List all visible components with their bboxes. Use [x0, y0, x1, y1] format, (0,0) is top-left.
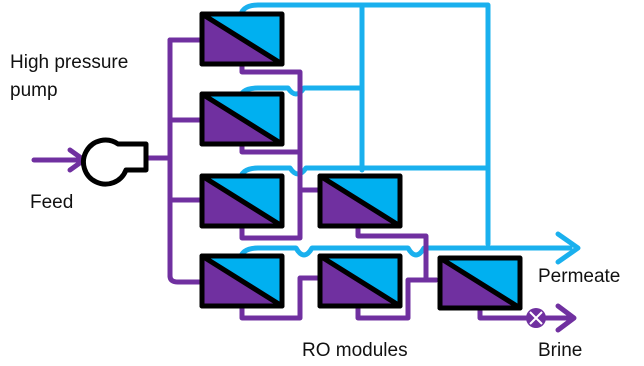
concentrate-s2-2: [355, 277, 439, 321]
permeate-label: Permeate: [538, 266, 620, 287]
feed-label: Feed: [30, 192, 73, 213]
ro-module-s2-1: [317, 173, 403, 229]
brine-outlet: [477, 307, 573, 321]
pump-label-line-1: High pressure: [10, 52, 128, 73]
permeate-piping: [237, 2, 581, 265]
ro-module-s2-2: [317, 253, 403, 309]
ro-module-s1-1: [199, 11, 285, 67]
brine-label: Brine: [538, 340, 582, 361]
concentrate-s1-1: [239, 57, 321, 193]
ro-module-s1-2: [199, 91, 285, 147]
ro-modules-label: RO modules: [302, 340, 408, 361]
permeate-header: [237, 245, 573, 265]
ro-module-s1-4: [199, 253, 285, 309]
centrifugal-pump-icon: [81, 137, 149, 187]
valve-icon: [526, 308, 546, 328]
ro-modules: [199, 11, 523, 311]
concentrate-s1-3: [239, 187, 303, 241]
ro-module-s1-3: [199, 173, 285, 229]
permeate-arrow: [555, 231, 581, 265]
concentrate-s1-4: [239, 275, 321, 321]
ro-module-s3-1: [437, 255, 523, 311]
pump-label-line-2: pump: [10, 80, 58, 101]
brine-arrow: [555, 303, 577, 333]
